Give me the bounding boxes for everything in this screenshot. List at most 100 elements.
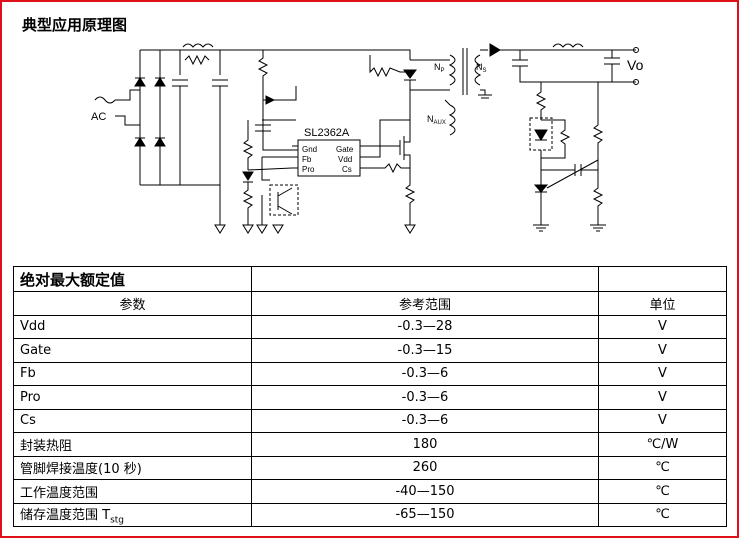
absolute-max-ratings-table: 绝对最大额定值 参数 参考范围 单位 Vdd -0.3—28 V Gate -0… <box>13 266 727 527</box>
row-unit: V <box>598 385 727 410</box>
row-param: Pro <box>13 385 252 410</box>
row-unit: ℃ <box>598 455 727 480</box>
startup-resistor <box>257 50 297 101</box>
snubber-diode <box>403 69 417 81</box>
header-range: 参考范围 <box>251 291 599 316</box>
output-diode <box>480 43 501 57</box>
row-unit: ℃ <box>598 502 727 527</box>
table-row: Cs -0.3—6 V <box>13 408 727 433</box>
row-unit: V <box>598 314 727 339</box>
vo-label: Vo <box>627 57 644 73</box>
secondary-ground <box>478 89 492 99</box>
tl431-ref-wire <box>546 159 599 189</box>
header-unit: 单位 <box>598 291 727 316</box>
sense-resistor <box>404 168 416 225</box>
chip-pin-fb: Fb <box>302 155 312 164</box>
aux-diode <box>265 95 276 105</box>
output-capacitor <box>604 50 620 82</box>
row-range: -0.3—28 <box>251 314 599 339</box>
row-param: Gate <box>13 338 252 363</box>
secondary-ground-3 <box>590 224 606 232</box>
chip-pin-gnd: Gnd <box>302 145 317 154</box>
optocoupler-transistor <box>269 184 299 216</box>
table-row: 管脚焊接温度(10 秒) 260 ℃ <box>13 455 727 480</box>
table-title-row: 绝对最大额定值 <box>13 266 727 292</box>
ns-label: NS <box>476 62 487 74</box>
row-unit: V <box>598 338 727 363</box>
table-title-blank <box>251 266 599 292</box>
bridge-rails <box>139 50 161 185</box>
vo-terminal-pos <box>633 47 639 53</box>
led-bias <box>540 119 571 159</box>
bulk-capacitor-1 <box>172 79 188 185</box>
table-row: 储存温度范围 Tstg -65—150 ℃ <box>13 502 727 527</box>
secondary-ground-2 <box>533 192 549 232</box>
table-row: 工作温度范围 -40—150 ℃ <box>13 479 727 504</box>
table-header-row: 参数 参考范围 单位 <box>13 291 727 316</box>
table-row: Gate -0.3—15 V <box>13 338 727 363</box>
ground-symbol-5 <box>256 224 268 234</box>
row-range: -0.3—6 <box>251 361 599 386</box>
ac-source-symbol <box>94 96 116 104</box>
row-range: -40—150 <box>251 479 599 504</box>
fb-diode <box>242 171 254 183</box>
table-title-blank-2 <box>598 266 727 292</box>
filter-wires <box>179 50 221 75</box>
row-unit: ℃/W <box>598 432 727 457</box>
schematic-title: 典型应用原理图 <box>22 16 128 34</box>
vo-terminal-neg <box>633 79 639 85</box>
ground-symbol-3 <box>242 224 254 234</box>
ground-symbol-4 <box>261 195 284 234</box>
row-range: -65—150 <box>251 502 599 527</box>
power-mosfet <box>366 90 411 168</box>
tl431-reference <box>533 158 549 193</box>
row-param-text: 储存温度范围 T <box>20 507 111 523</box>
snubber-resistor <box>369 55 410 78</box>
fb-divider-bottom <box>242 182 254 225</box>
current-sense-wire <box>366 163 410 174</box>
primary-wire <box>409 59 450 90</box>
output-bus <box>500 49 636 83</box>
header-param: 参数 <box>13 291 252 316</box>
aux-winding <box>448 104 456 136</box>
row-param: 工作温度范围 <box>13 479 252 504</box>
row-param: Cs <box>13 408 252 433</box>
row-range: -0.3—6 <box>251 385 599 410</box>
row-param: 封装热阻 <box>13 432 252 457</box>
table-row: Vdd -0.3—28 V <box>13 314 727 339</box>
opto-led-symbol <box>534 129 548 141</box>
bridge-diode <box>134 77 166 147</box>
row-range: 180 <box>251 432 599 457</box>
fb-wire <box>261 156 292 181</box>
compensation-capacitor <box>541 164 598 176</box>
row-range: -0.3—6 <box>251 408 599 433</box>
row-param: 管脚焊接温度(10 秒) <box>13 455 252 480</box>
np-label: NP <box>434 62 445 74</box>
filter-inductor <box>182 43 214 48</box>
table-row: Fb -0.3—6 V <box>13 361 727 386</box>
secondary-winding <box>474 54 482 86</box>
chip-name: SL2362A <box>304 127 350 139</box>
output-divider <box>592 82 604 225</box>
bulk-capacitor-2 <box>212 79 228 225</box>
vdd-wire <box>366 119 410 158</box>
opto-transistor-symbol <box>277 187 293 215</box>
chip-pin-vdd: Vdd <box>338 155 352 164</box>
chip-pins <box>292 145 366 169</box>
led-resistor <box>535 82 547 120</box>
row-param: 储存温度范围 Tstg <box>13 502 252 527</box>
row-range: 260 <box>251 455 599 480</box>
transformer-core <box>462 48 468 95</box>
ground-symbol <box>214 224 226 234</box>
aux-wire <box>410 89 451 106</box>
vdd-supply-wire <box>262 100 298 151</box>
primary-winding <box>448 54 456 86</box>
chip-pin-pro: Pro <box>302 165 315 174</box>
ac-wire-2 <box>115 115 140 126</box>
row-unit: V <box>598 361 727 386</box>
application-schematic: AC NP NS NAUX SL2362A Gnd Fb Pro Gate Vd… <box>91 43 644 234</box>
table-row: 封装热阻 180 ℃/W <box>13 432 727 457</box>
row-param: Fb <box>13 361 252 386</box>
row-unit: V <box>598 408 727 433</box>
primary-bus <box>220 49 411 60</box>
